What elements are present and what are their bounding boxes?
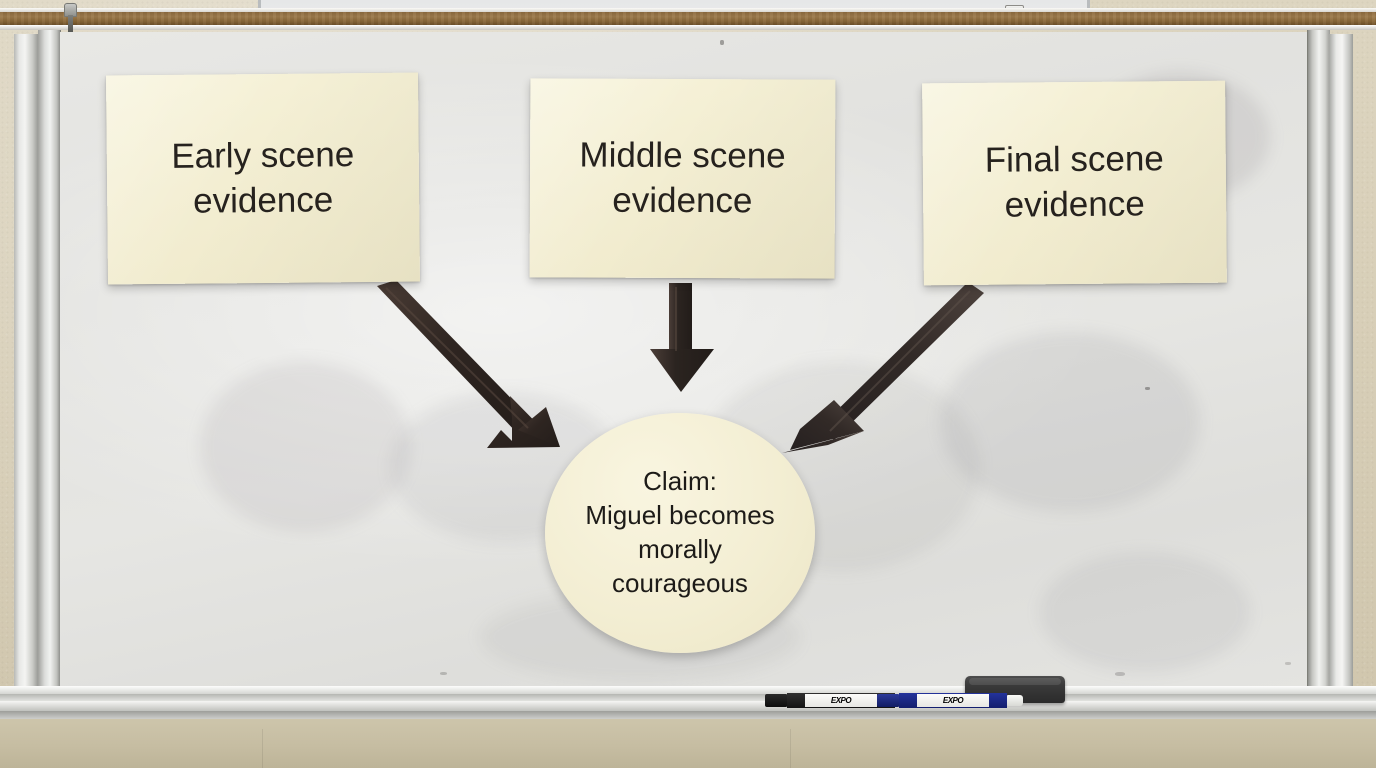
map-rail-bottom-lip <box>0 25 1376 30</box>
card-middle-scene-evidence[interactable]: Middle scene evidence <box>529 78 836 279</box>
map-rail-wood <box>0 12 1376 25</box>
card-final-label: Final scene evidence <box>984 139 1164 225</box>
blue-marker-brand: EXPO <box>917 694 989 707</box>
black-marker-brand: EXPO <box>805 694 877 707</box>
marker-tray <box>0 686 1376 722</box>
blue-expo-marker[interactable]: EXPO <box>877 693 1025 708</box>
claim-circle[interactable]: Claim: Miguel becomes morally courageous <box>545 413 815 653</box>
whiteboard-frame-right <box>1329 34 1353 700</box>
map-rail-top-lip <box>0 8 1376 12</box>
whiteboard-frame-left <box>14 34 39 700</box>
card-early-scene-evidence[interactable]: Early scene evidence <box>106 72 420 285</box>
arrow-final-to-claim <box>772 279 984 469</box>
card-middle-label: Middle scene evidence <box>579 135 786 220</box>
arrow-early-to-claim <box>360 278 590 473</box>
arrow-middle-to-claim <box>636 281 732 394</box>
claim-label: Claim: Miguel becomes morally courageous <box>585 466 775 598</box>
whiteboard-frame-right-inner <box>1307 30 1330 702</box>
map-rail <box>0 0 1376 37</box>
card-final-scene-evidence[interactable]: Final scene evidence <box>922 80 1227 286</box>
map-rail-clip-icon <box>64 3 77 37</box>
whiteboard-frame-left-inner <box>38 30 61 702</box>
wall-below-board <box>0 719 1376 768</box>
card-early-label: Early scene evidence <box>171 134 355 221</box>
